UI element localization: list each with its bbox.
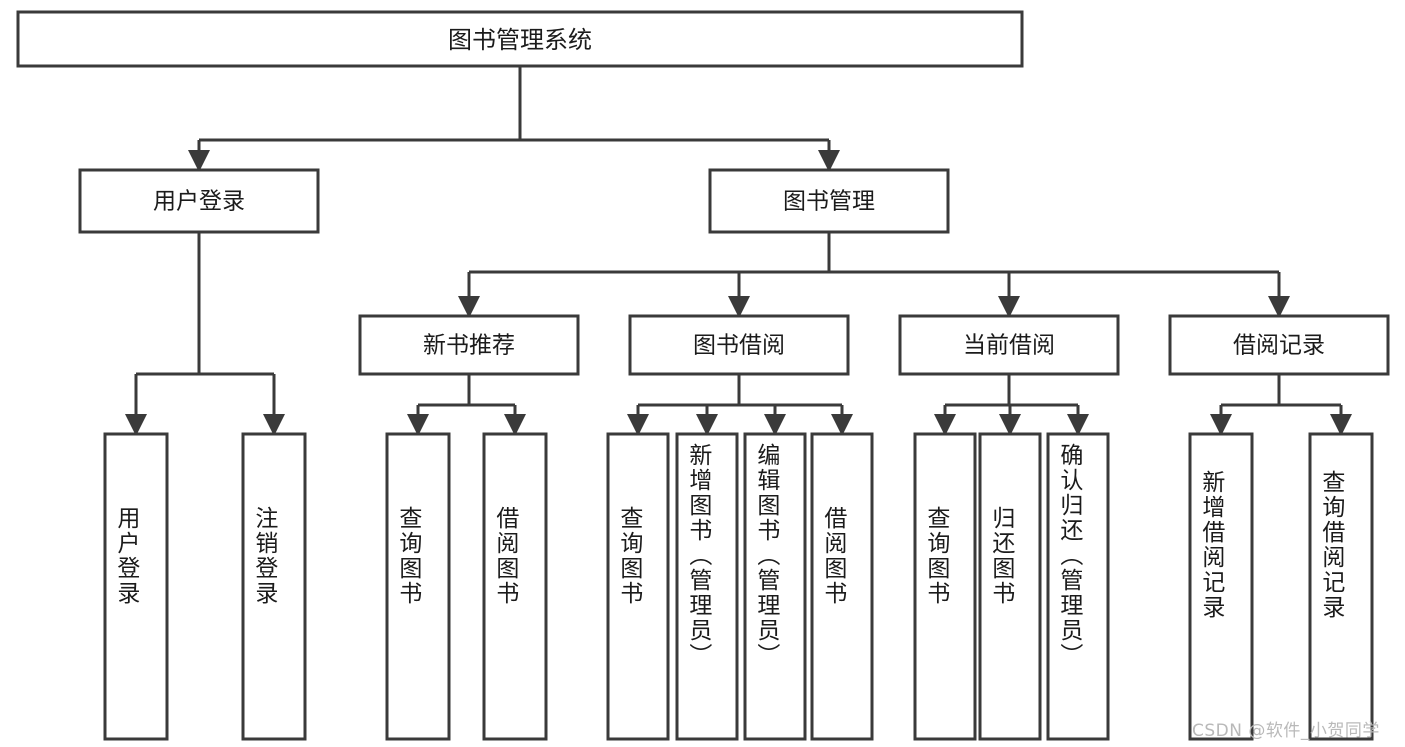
node-new-book-recommend-box[interactable] bbox=[358, 314, 580, 376]
leaf-box-borrow-book-2[interactable] bbox=[810, 432, 874, 741]
node-root-box[interactable] bbox=[16, 10, 1024, 68]
leaf-box-edit-book[interactable] bbox=[743, 432, 807, 741]
arrowhead-leaf-user-login bbox=[125, 414, 147, 436]
node-borrow-record-box[interactable] bbox=[1168, 314, 1390, 376]
node-book-borrow-label: 图书借阅 bbox=[693, 333, 785, 359]
node-book-management-box[interactable] bbox=[708, 168, 950, 234]
arrowhead-new-book bbox=[458, 296, 480, 318]
node-borrow-record[interactable]: 借阅记录 bbox=[1168, 314, 1390, 376]
leaf-box-user-login[interactable] bbox=[103, 432, 169, 741]
leaf-box-return-book[interactable] bbox=[978, 432, 1042, 741]
leaf-box-query-record[interactable] bbox=[1308, 432, 1374, 741]
csdn-watermark: CSDN @软件_小贺同学 bbox=[1192, 721, 1380, 741]
arrowhead-leaf-add-book bbox=[696, 414, 718, 436]
leaf-box-add-book[interactable] bbox=[675, 432, 739, 741]
node-current-borrow[interactable]: 当前借阅 bbox=[898, 314, 1120, 376]
arrowhead-leaf-add-record bbox=[1210, 414, 1232, 436]
arrowhead-current bbox=[998, 296, 1020, 318]
node-book-management[interactable]: 图书管理 bbox=[708, 168, 950, 234]
node-root-book-system[interactable]: 图书管理系统 bbox=[16, 10, 1024, 68]
arrowhead-leaf-query-book-3 bbox=[934, 414, 956, 436]
arrowhead-leaf-query-book-2 bbox=[627, 414, 649, 436]
leaf-box-query-book-2[interactable] bbox=[606, 432, 670, 741]
node-user-login-label: 用户登录 bbox=[153, 189, 245, 215]
arrowhead-leaf-return-book bbox=[999, 414, 1021, 436]
node-root-label: 图书管理系统 bbox=[448, 26, 592, 54]
leaf-box-query-book-1[interactable] bbox=[385, 432, 451, 741]
arrowhead-record bbox=[1268, 296, 1290, 318]
node-borrow-record-label: 借阅记录 bbox=[1233, 333, 1325, 359]
node-new-book-recommend[interactable]: 新书推荐 bbox=[358, 314, 580, 376]
node-book-borrow[interactable]: 图书借阅 bbox=[628, 314, 850, 376]
leaf-box-query-book-3[interactable] bbox=[913, 432, 977, 741]
arrowhead-leaf-borrow-book-1 bbox=[504, 414, 526, 436]
node-current-borrow-box[interactable] bbox=[898, 314, 1120, 376]
connector-layer bbox=[125, 66, 1352, 436]
leaf-box-add-record[interactable] bbox=[1188, 432, 1254, 741]
arrowhead-leaf-edit-book bbox=[764, 414, 786, 436]
leaf-box-confirm-return[interactable] bbox=[1046, 432, 1110, 741]
arrowhead-leaf-confirm-return bbox=[1067, 414, 1089, 436]
leaf-box-borrow-book-1[interactable] bbox=[482, 432, 548, 741]
arrowhead-borrow bbox=[728, 296, 750, 318]
node-book-management-label: 图书管理 bbox=[783, 189, 875, 215]
leaf-box-logout[interactable] bbox=[241, 432, 307, 741]
arrowhead-leaf-logout bbox=[263, 414, 285, 436]
node-user-login-box[interactable] bbox=[78, 168, 320, 234]
node-book-borrow-box[interactable] bbox=[628, 314, 850, 376]
arrowhead-book-manage bbox=[818, 150, 840, 172]
node-current-borrow-label: 当前借阅 bbox=[963, 333, 1055, 359]
leaf-box-layer bbox=[103, 432, 1374, 741]
arrowhead-user-login bbox=[188, 150, 210, 172]
arrowhead-leaf-query-book-1 bbox=[407, 414, 429, 436]
arrowhead-leaf-borrow-book-2 bbox=[831, 414, 853, 436]
arrowhead-leaf-query-record bbox=[1330, 414, 1352, 436]
node-user-login[interactable]: 用户登录 bbox=[78, 168, 320, 234]
node-new-book-recommend-label: 新书推荐 bbox=[423, 333, 515, 359]
